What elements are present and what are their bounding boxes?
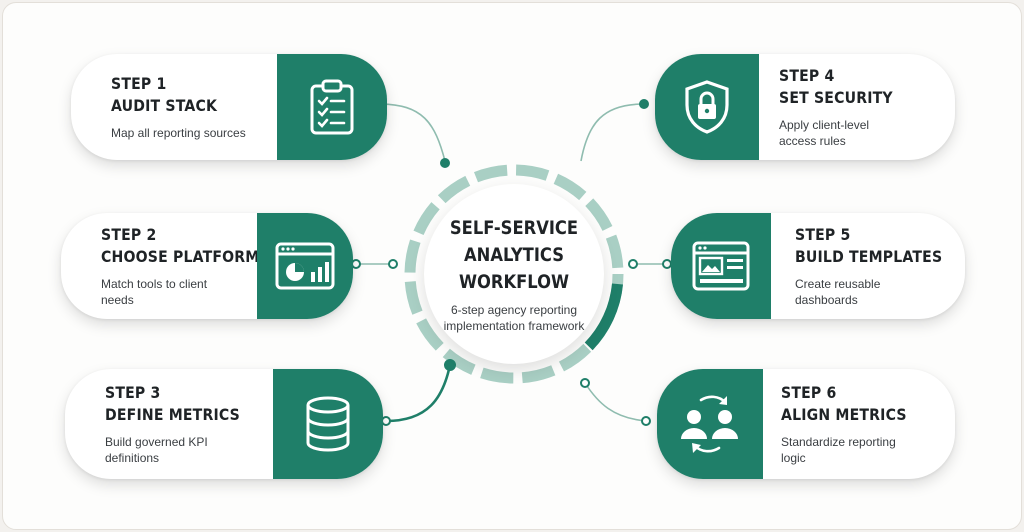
step-number: STEP 4 — [779, 66, 835, 85]
dashboard-window-icon — [275, 242, 335, 290]
step-title: DEFINE METRICS — [105, 405, 240, 424]
step-icon-panel — [273, 369, 383, 479]
step-icon-panel — [655, 54, 759, 160]
connector-dot — [440, 158, 450, 168]
connector-dot — [639, 99, 649, 109]
database-icon — [306, 396, 350, 452]
connector-step-6 — [584, 382, 647, 422]
step-number: STEP 5 — [795, 225, 851, 244]
template-layout-icon — [692, 241, 750, 291]
step-title: BUILD TEMPLATES — [795, 247, 943, 266]
step-2-card: STEP 2 CHOOSE PLATFORM Match tools to cl… — [61, 213, 353, 319]
step-title: SET SECURITY — [779, 88, 893, 107]
hub-title: SELF-SERVICE ANALYTICS WORKFLOW — [419, 215, 608, 296]
connector-step-3 — [385, 364, 452, 423]
step-title: AUDIT STACK — [111, 96, 218, 115]
step-1-card: STEP 1 AUDIT STACK Map all reporting sou… — [71, 54, 387, 160]
connector-dot — [628, 259, 638, 269]
step-description: Build governed KPI definitions — [105, 435, 208, 465]
hub-outer-ring — [404, 164, 624, 384]
step-title: CHOOSE PLATFORM — [101, 247, 260, 266]
step-number: STEP 2 — [101, 225, 157, 244]
hub-title-line: SELF-SERVICE — [449, 216, 579, 239]
connector-dot — [388, 259, 398, 269]
connector-dot — [662, 259, 672, 269]
step-3-card: STEP 3 DEFINE METRICS Build governed KPI… — [65, 369, 383, 479]
step-5-card: STEP 5 BUILD TEMPLATES Create reusable d… — [671, 213, 965, 319]
step-number: STEP 3 — [105, 383, 161, 402]
connector-dot — [351, 259, 361, 269]
step-icon-panel — [277, 54, 387, 160]
connector-step-1 — [378, 103, 446, 162]
hub-title-line: ANALYTICS — [464, 243, 564, 266]
hub-circle: SELF-SERVICE ANALYTICS WORKFLOW 6-step a… — [424, 184, 604, 364]
connector-dot — [381, 416, 391, 426]
step-description: Apply client-level access rules — [779, 118, 870, 148]
connector-dot — [444, 359, 456, 371]
step-number: STEP 6 — [781, 383, 837, 402]
step-4-card: STEP 4 SET SECURITY Apply client-level a… — [655, 54, 955, 160]
connector-dot — [580, 378, 590, 388]
connector-dot — [641, 416, 651, 426]
clipboard-checklist-icon — [310, 79, 354, 135]
hub-subtitle: 6-step agency reporting implementation f… — [443, 302, 585, 333]
users-sync-icon — [681, 395, 738, 453]
connector-step-4 — [580, 103, 645, 162]
hub-title-line: WORKFLOW — [458, 270, 570, 293]
step-icon-panel — [257, 213, 353, 319]
step-title: ALIGN METRICS — [781, 405, 907, 424]
step-icon-panel — [671, 213, 771, 319]
shield-lock-icon — [685, 80, 729, 134]
step-description: Map all reporting sources — [111, 126, 246, 140]
step-description: Match tools to client needs — [101, 277, 208, 307]
step-description: Standardize reporting logic — [781, 435, 896, 465]
step-number: STEP 1 — [111, 74, 167, 93]
step-description: Create reusable dashboards — [795, 277, 881, 307]
step-icon-panel — [657, 369, 763, 479]
step-6-card: STEP 6 ALIGN METRICS Standardize reporti… — [657, 369, 955, 479]
